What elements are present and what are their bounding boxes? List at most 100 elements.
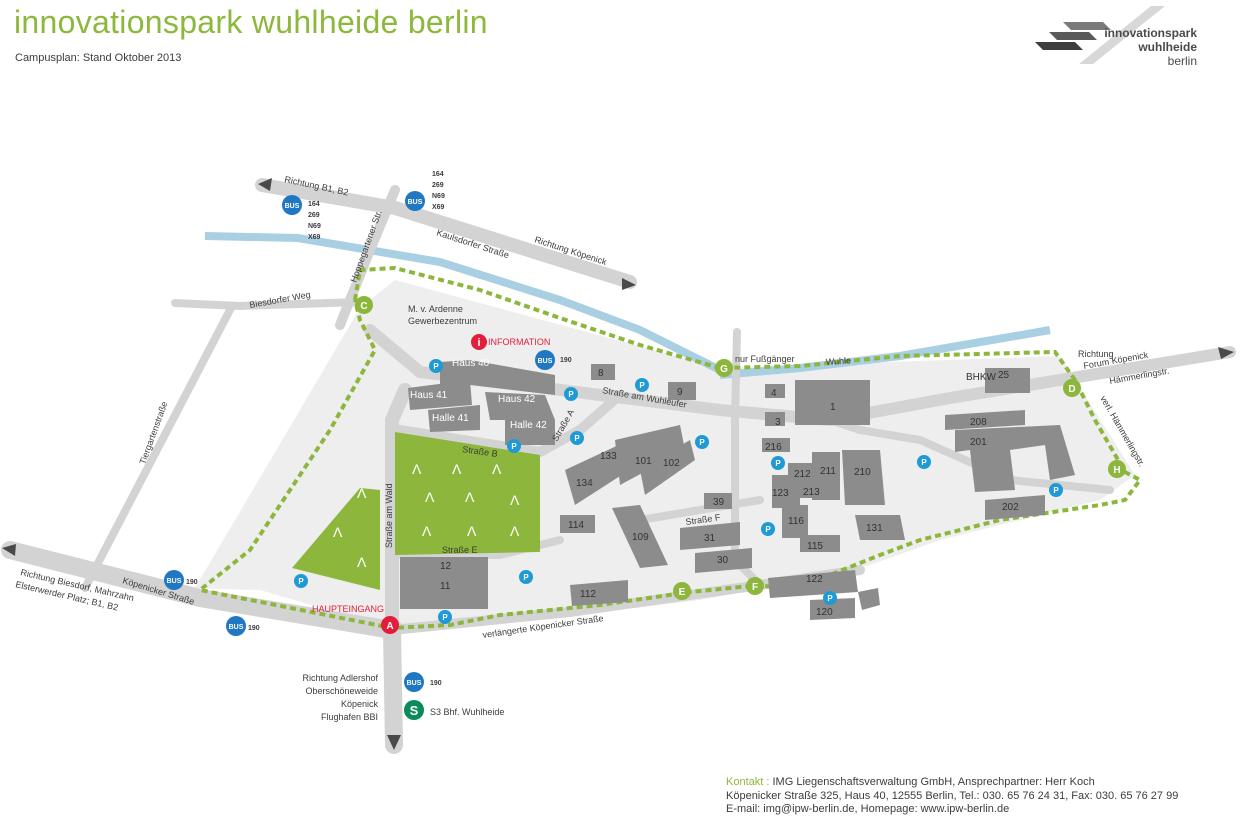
arrow-se [622, 278, 636, 290]
svg-text:BUS: BUS [167, 578, 182, 585]
svg-text:H: H [1113, 465, 1120, 476]
parking-icon: P [519, 570, 533, 584]
parking-icon: P [635, 378, 649, 392]
page-title: innovationspark wuhlheide berlin [14, 4, 488, 40]
svg-text:P: P [442, 613, 448, 622]
contact-line-2: Köpenicker Straße 325, Haus 40, 12555 Be… [726, 789, 1179, 802]
svg-text:190: 190 [430, 680, 442, 687]
parking-icon: P [570, 431, 584, 445]
label-25: 25 [998, 370, 1010, 381]
parking-icon: P [507, 439, 521, 453]
label-8: 8 [598, 368, 604, 379]
gate-h-icon: H [1108, 460, 1126, 478]
label-adlershof-2: Oberschöneweide [305, 686, 378, 696]
logo-text-1: innovationspark [1104, 26, 1197, 40]
svg-text:BUS: BUS [538, 358, 553, 365]
bus-stop-south-icon: BUS [226, 616, 246, 636]
svg-text:Λ: Λ [422, 523, 432, 539]
sbahn-icon[interactable]: S [404, 700, 424, 720]
building-labels: Haus 40 Haus 41 Halle 41 Haus 42 Halle 4… [410, 358, 1019, 618]
svg-text:P: P [699, 438, 705, 447]
parking-icon: P [429, 359, 443, 373]
bus-stop-west-icon: BUS [164, 570, 184, 590]
label-120: 120 [816, 607, 833, 618]
label-11: 11 [440, 581, 451, 592]
label-adlershof-4: Flughafen BBI [321, 712, 378, 722]
svg-text:P: P [765, 525, 771, 534]
green-field-west [292, 488, 380, 590]
gate-d-icon: D [1063, 379, 1081, 397]
label-109: 109 [632, 532, 649, 543]
green-field-center [395, 432, 540, 555]
contact-line-1: IMG Liegenschaftsverwaltung GmbH, Anspre… [772, 776, 1095, 788]
svg-text:190: 190 [248, 625, 260, 632]
label-208: 208 [970, 417, 987, 428]
svg-text:Λ: Λ [357, 554, 367, 570]
bus-stops[interactable]: BUS BUS BUS BUS BUS BUS [164, 191, 555, 692]
label-bhkw: BHKW [966, 372, 997, 383]
svg-text:Λ: Λ [465, 489, 475, 505]
logo-text-3: berlin [1167, 54, 1197, 68]
svg-text:D: D [1068, 384, 1075, 395]
label-213: 213 [803, 487, 820, 498]
svg-text:Λ: Λ [333, 524, 343, 540]
label-201: 201 [970, 437, 987, 448]
label-sbahn: S3 Bhf. Wuhlheide [430, 707, 504, 717]
bus-stop-nw-icon: BUS [282, 195, 302, 215]
label-halle41: Halle 41 [432, 413, 469, 424]
svg-text:BUS: BUS [407, 680, 422, 687]
label-134: 134 [576, 478, 593, 489]
svg-text:Λ: Λ [467, 523, 477, 539]
parking-icon: P [761, 522, 775, 536]
info-icon[interactable]: i [471, 334, 487, 350]
label-30: 30 [717, 555, 729, 566]
parking-icon: P [294, 574, 308, 588]
label-haus42: Haus 42 [498, 394, 536, 405]
contact-label: Kontakt [726, 776, 764, 788]
svg-text:P: P [568, 390, 574, 399]
parking-markers[interactable]: P P P P P P P P P P P P P P [294, 359, 1063, 624]
label-115: 115 [807, 541, 823, 552]
logo-text-2: wuhlheide [1138, 40, 1197, 54]
label-strasse-f: Straße F [685, 512, 722, 527]
page-subtitle: Campusplan: Stand Oktober 2013 [15, 52, 182, 64]
arrow-s [387, 735, 401, 750]
label-strasse-e: Straße E [442, 545, 478, 555]
label-133: 133 [600, 451, 617, 462]
gate-e-icon: E [673, 582, 691, 600]
label-adlershof-3: Köpenick [341, 699, 379, 709]
svg-text:F: F [752, 582, 758, 593]
svg-text:P: P [921, 458, 927, 467]
label-39: 39 [713, 497, 725, 508]
label-strasse-am-wald: Straße am Wald [384, 483, 394, 548]
svg-text:Λ: Λ [452, 461, 462, 477]
svg-text:190: 190 [186, 579, 198, 586]
label-haus40: Haus 40 [452, 358, 490, 369]
label-strasse-b: Straße B [462, 444, 499, 459]
label-richtung-forum: Richtung [1078, 349, 1114, 359]
svg-text:164: 164 [308, 201, 320, 208]
label-101: 101 [635, 456, 652, 467]
svg-text:A: A [386, 621, 393, 632]
bus-stop-info-icon: BUS [535, 350, 555, 370]
label-3: 3 [775, 417, 781, 428]
bus-stop-n-icon: BUS [405, 191, 425, 211]
gates[interactable]: A C D E F G H [355, 296, 1126, 634]
svg-text:P: P [827, 594, 833, 603]
svg-text:P: P [775, 459, 781, 468]
gate-f-icon: F [746, 577, 764, 595]
parking-icon: P [564, 387, 578, 401]
svg-text:N69: N69 [308, 223, 321, 230]
label-131: 131 [866, 523, 883, 534]
parking-icon: P [823, 591, 837, 605]
label-211: 211 [820, 466, 836, 477]
label-4: 4 [771, 388, 777, 399]
label-31: 31 [704, 533, 716, 544]
parking-icon: P [771, 456, 785, 470]
svg-text:Λ: Λ [425, 489, 435, 505]
parking-icon: P [695, 435, 709, 449]
contact-line-3[interactable]: E-mail: img@ipw-berlin.de, Homepage: www… [726, 803, 1010, 815]
label-ardenne-1: M. v. Ardenne [408, 304, 463, 314]
svg-text:164: 164 [432, 171, 444, 178]
